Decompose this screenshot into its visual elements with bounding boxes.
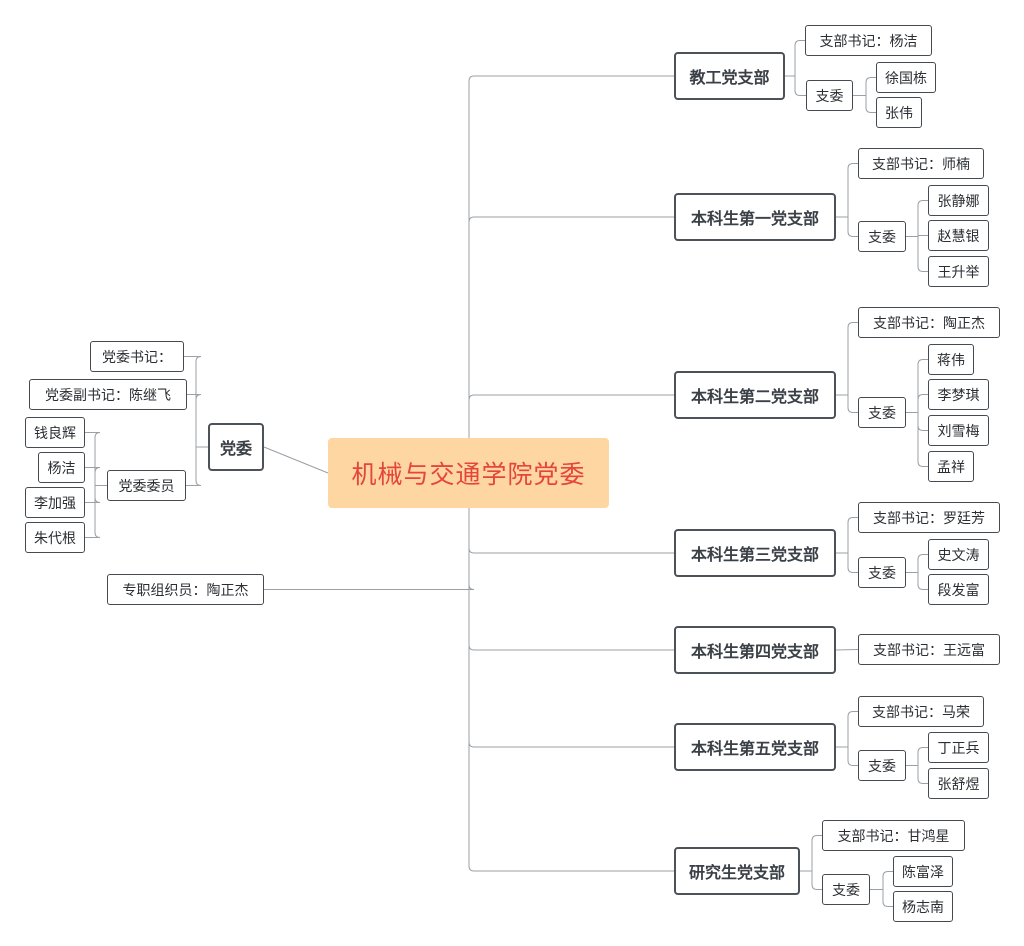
committee-members-node[interactable]: 党委委员	[107, 470, 186, 501]
branch-member-node[interactable]: 张静娜	[928, 185, 989, 216]
connector-line	[785, 75, 806, 96]
branch-member-node[interactable]: 王升举	[928, 256, 989, 287]
branch-member-node[interactable]: 蒋伟	[928, 344, 974, 375]
connector-line	[906, 412, 928, 467]
branch-secretary-node[interactable]: 支部书记：马荣	[858, 696, 984, 727]
branch-secretary-node[interactable]: 支部书记：师楠	[858, 148, 984, 179]
branch-node[interactable]: 教工党支部	[674, 52, 785, 100]
branch-member-node[interactable]: 史文涛	[928, 539, 989, 570]
committee-member-node[interactable]: 杨洁	[38, 452, 85, 483]
connector-line	[906, 572, 928, 590]
committee-deputy-secretary-node[interactable]: 党委副书记：陈继飞	[29, 379, 187, 410]
branch-member-node[interactable]: 陈富泽	[893, 856, 953, 887]
connector-line	[836, 216, 858, 237]
connector-line	[906, 747, 928, 766]
connector-line	[264, 472, 475, 590]
committee-member-node[interactable]: 李加强	[25, 487, 85, 518]
connector-line	[836, 552, 858, 573]
connector-line	[870, 871, 893, 890]
branch-member-node[interactable]: 张伟	[876, 97, 922, 128]
branch-secretary-node[interactable]: 支部书记：王远富	[858, 634, 1000, 665]
root-node[interactable]: 机械与交通学院党委	[328, 438, 609, 508]
connector-line	[836, 394, 858, 413]
connector-line	[906, 359, 928, 413]
organizer-node[interactable]: 专职组织员：陶正杰	[107, 574, 264, 605]
connector-line	[906, 412, 928, 431]
connector-line	[836, 322, 858, 396]
branch-secretary-node[interactable]: 支部书记：甘鸿星	[822, 820, 965, 851]
connector-line	[836, 163, 858, 218]
connector-line	[263, 446, 329, 474]
branch-member-node[interactable]: 赵慧银	[928, 220, 989, 251]
branch-secretary-node[interactable]: 支部书记：罗廷芳	[858, 502, 1000, 533]
branch-member-node[interactable]: 徐国栋	[876, 62, 936, 93]
connector-line	[906, 765, 928, 784]
connector-line	[800, 870, 822, 890]
branch-secretary-node[interactable]: 支部书记：杨洁	[805, 25, 932, 56]
branch-member-node[interactable]: 孟祥	[928, 451, 974, 482]
branch-member-node[interactable]: 张舒煜	[928, 768, 989, 799]
connector-line	[853, 95, 876, 113]
branch-member-node[interactable]: 李梦琪	[928, 379, 989, 410]
connector-line	[906, 554, 928, 573]
connector-line	[853, 77, 876, 96]
connector-line	[906, 236, 928, 272]
connector-line	[85, 485, 107, 503]
connector-line	[906, 394, 928, 413]
committee-member-node[interactable]: 钱良辉	[25, 417, 85, 448]
branch-member-node[interactable]: 段发富	[928, 574, 989, 605]
committee-member-node[interactable]: 朱代根	[25, 522, 85, 553]
connector-line	[468, 472, 674, 748]
connector-line	[85, 467, 107, 486]
branch-node[interactable]: 本科生第一党支部	[674, 193, 836, 241]
committee-secretary-node[interactable]: 党委书记：	[90, 341, 184, 372]
connector-line	[187, 394, 208, 448]
connector-line	[468, 394, 674, 474]
connector-line	[870, 889, 893, 907]
branch-secretary-node[interactable]: 支部书记：陶正杰	[858, 307, 1000, 338]
branch-committee-node[interactable]: 支委	[858, 221, 906, 252]
connector-line	[85, 485, 107, 538]
connector-line	[800, 835, 822, 872]
connector-line	[468, 216, 674, 474]
branch-member-node[interactable]: 丁正兵	[928, 732, 989, 763]
connector-line	[785, 40, 805, 77]
branch-node[interactable]: 本科生第三党支部	[674, 529, 836, 577]
branch-node[interactable]: 研究生党支部	[674, 847, 800, 895]
branch-committee-node[interactable]: 支委	[806, 80, 853, 111]
branch-committee-node[interactable]: 支委	[858, 557, 906, 588]
branch-member-node[interactable]: 杨志南	[893, 891, 953, 922]
connector-line	[468, 75, 674, 474]
branch-node[interactable]: 本科生第五党支部	[674, 723, 836, 771]
connector-line	[835, 649, 859, 651]
connector-line	[186, 446, 208, 486]
branch-committee-node[interactable]: 支委	[858, 750, 906, 781]
committee-node[interactable]: 党委	[208, 423, 264, 471]
branch-committee-node[interactable]: 支委	[822, 874, 870, 905]
branch-committee-node[interactable]: 支委	[858, 397, 906, 428]
connector-line	[906, 200, 928, 237]
branch-member-node[interactable]: 刘雪梅	[928, 415, 989, 446]
connector-line	[836, 746, 858, 766]
connector-line	[836, 517, 858, 554]
branch-node[interactable]: 本科生第四党支部	[674, 626, 836, 674]
branch-node[interactable]: 本科生第二党支部	[674, 371, 836, 419]
connector-line	[468, 472, 674, 872]
connector-line	[184, 356, 208, 448]
connector-line	[85, 432, 107, 486]
connector-line	[836, 711, 858, 748]
